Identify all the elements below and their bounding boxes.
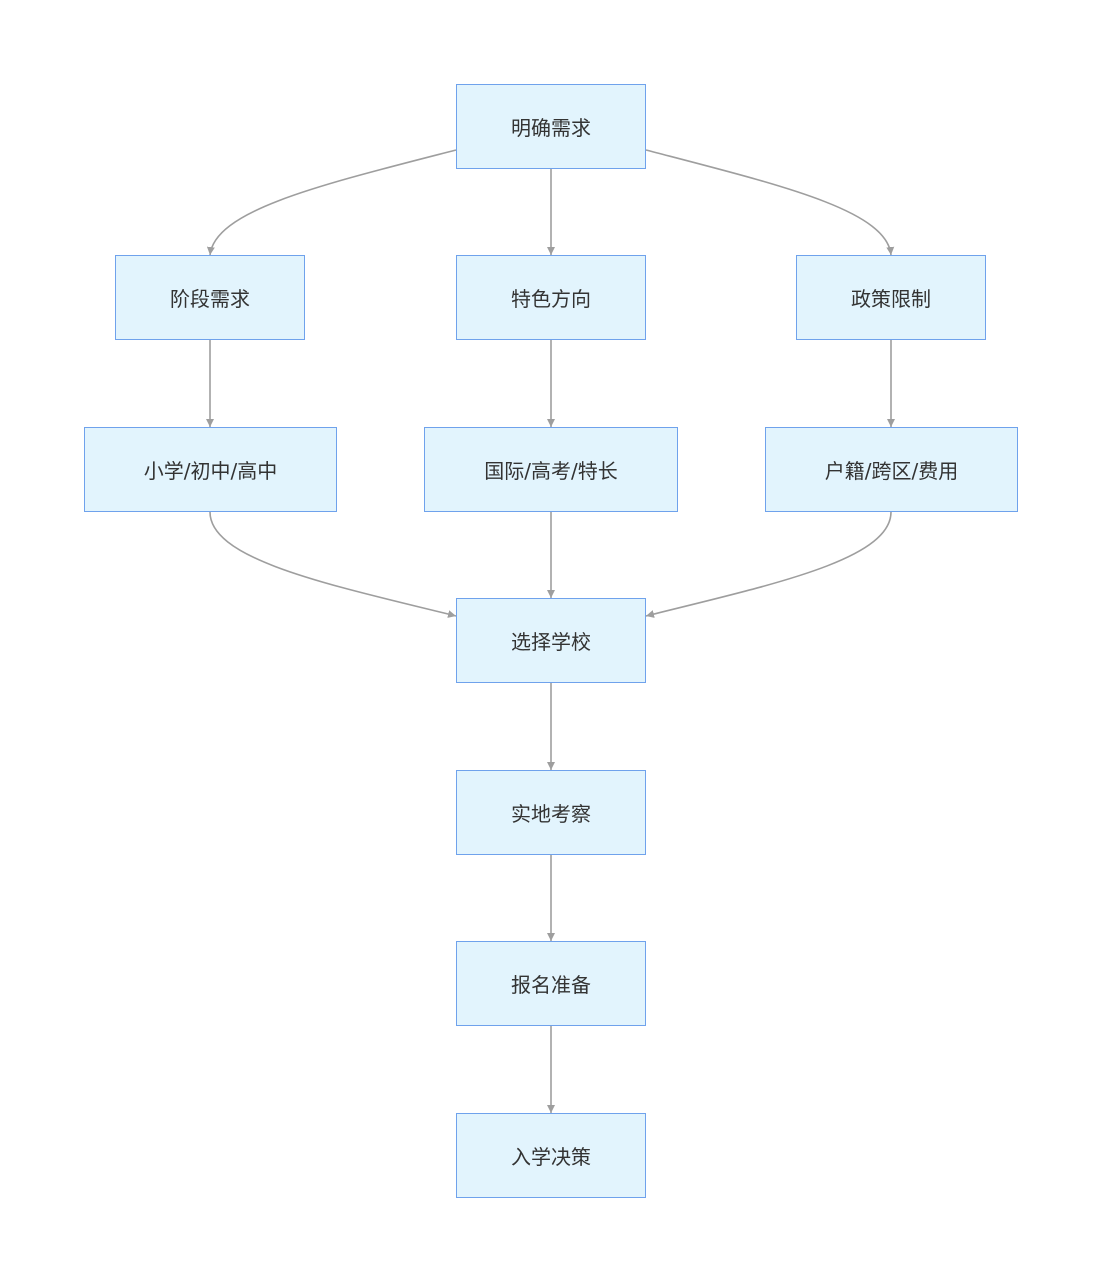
node-special-direction: 特色方向 — [456, 255, 646, 340]
node-policy-limits-label: 政策限制 — [851, 287, 931, 311]
node-site-visit: 实地考察 — [456, 770, 646, 855]
edge-grades-to-choose — [209, 511, 457, 618]
node-school-levels-label: 小学/初中/高中 — [143, 459, 278, 483]
node-enrollment-constraints-label: 户籍/跨区/费用 — [824, 459, 959, 483]
node-enrollment-decision-label: 入学决策 — [511, 1145, 591, 1169]
node-policy-limits: 政策限制 — [796, 255, 986, 340]
node-choose-school: 选择学校 — [456, 598, 646, 683]
edge-need-to-policy — [645, 149, 895, 256]
node-application-prep: 报名准备 — [456, 941, 646, 1026]
node-application-prep-label: 报名准备 — [511, 973, 591, 997]
node-choose-school-label: 选择学校 — [511, 630, 591, 654]
node-school-tracks: 国际/高考/特长 — [424, 427, 678, 512]
node-enrollment-decision: 入学决策 — [456, 1113, 646, 1198]
node-special-direction-label: 特色方向 — [511, 287, 591, 311]
node-define-needs: 明确需求 — [456, 84, 646, 169]
node-stage-needs-label: 阶段需求 — [170, 287, 250, 311]
node-site-visit-label: 实地考察 — [511, 802, 591, 826]
node-define-needs-label: 明确需求 — [511, 116, 591, 140]
edge-need-to-stage — [206, 149, 457, 256]
node-stage-needs: 阶段需求 — [115, 255, 305, 340]
edge-limits-to-choose — [645, 511, 892, 618]
node-school-tracks-label: 国际/高考/特长 — [484, 459, 618, 483]
node-enrollment-constraints: 户籍/跨区/费用 — [765, 427, 1018, 512]
node-school-levels: 小学/初中/高中 — [84, 427, 337, 512]
